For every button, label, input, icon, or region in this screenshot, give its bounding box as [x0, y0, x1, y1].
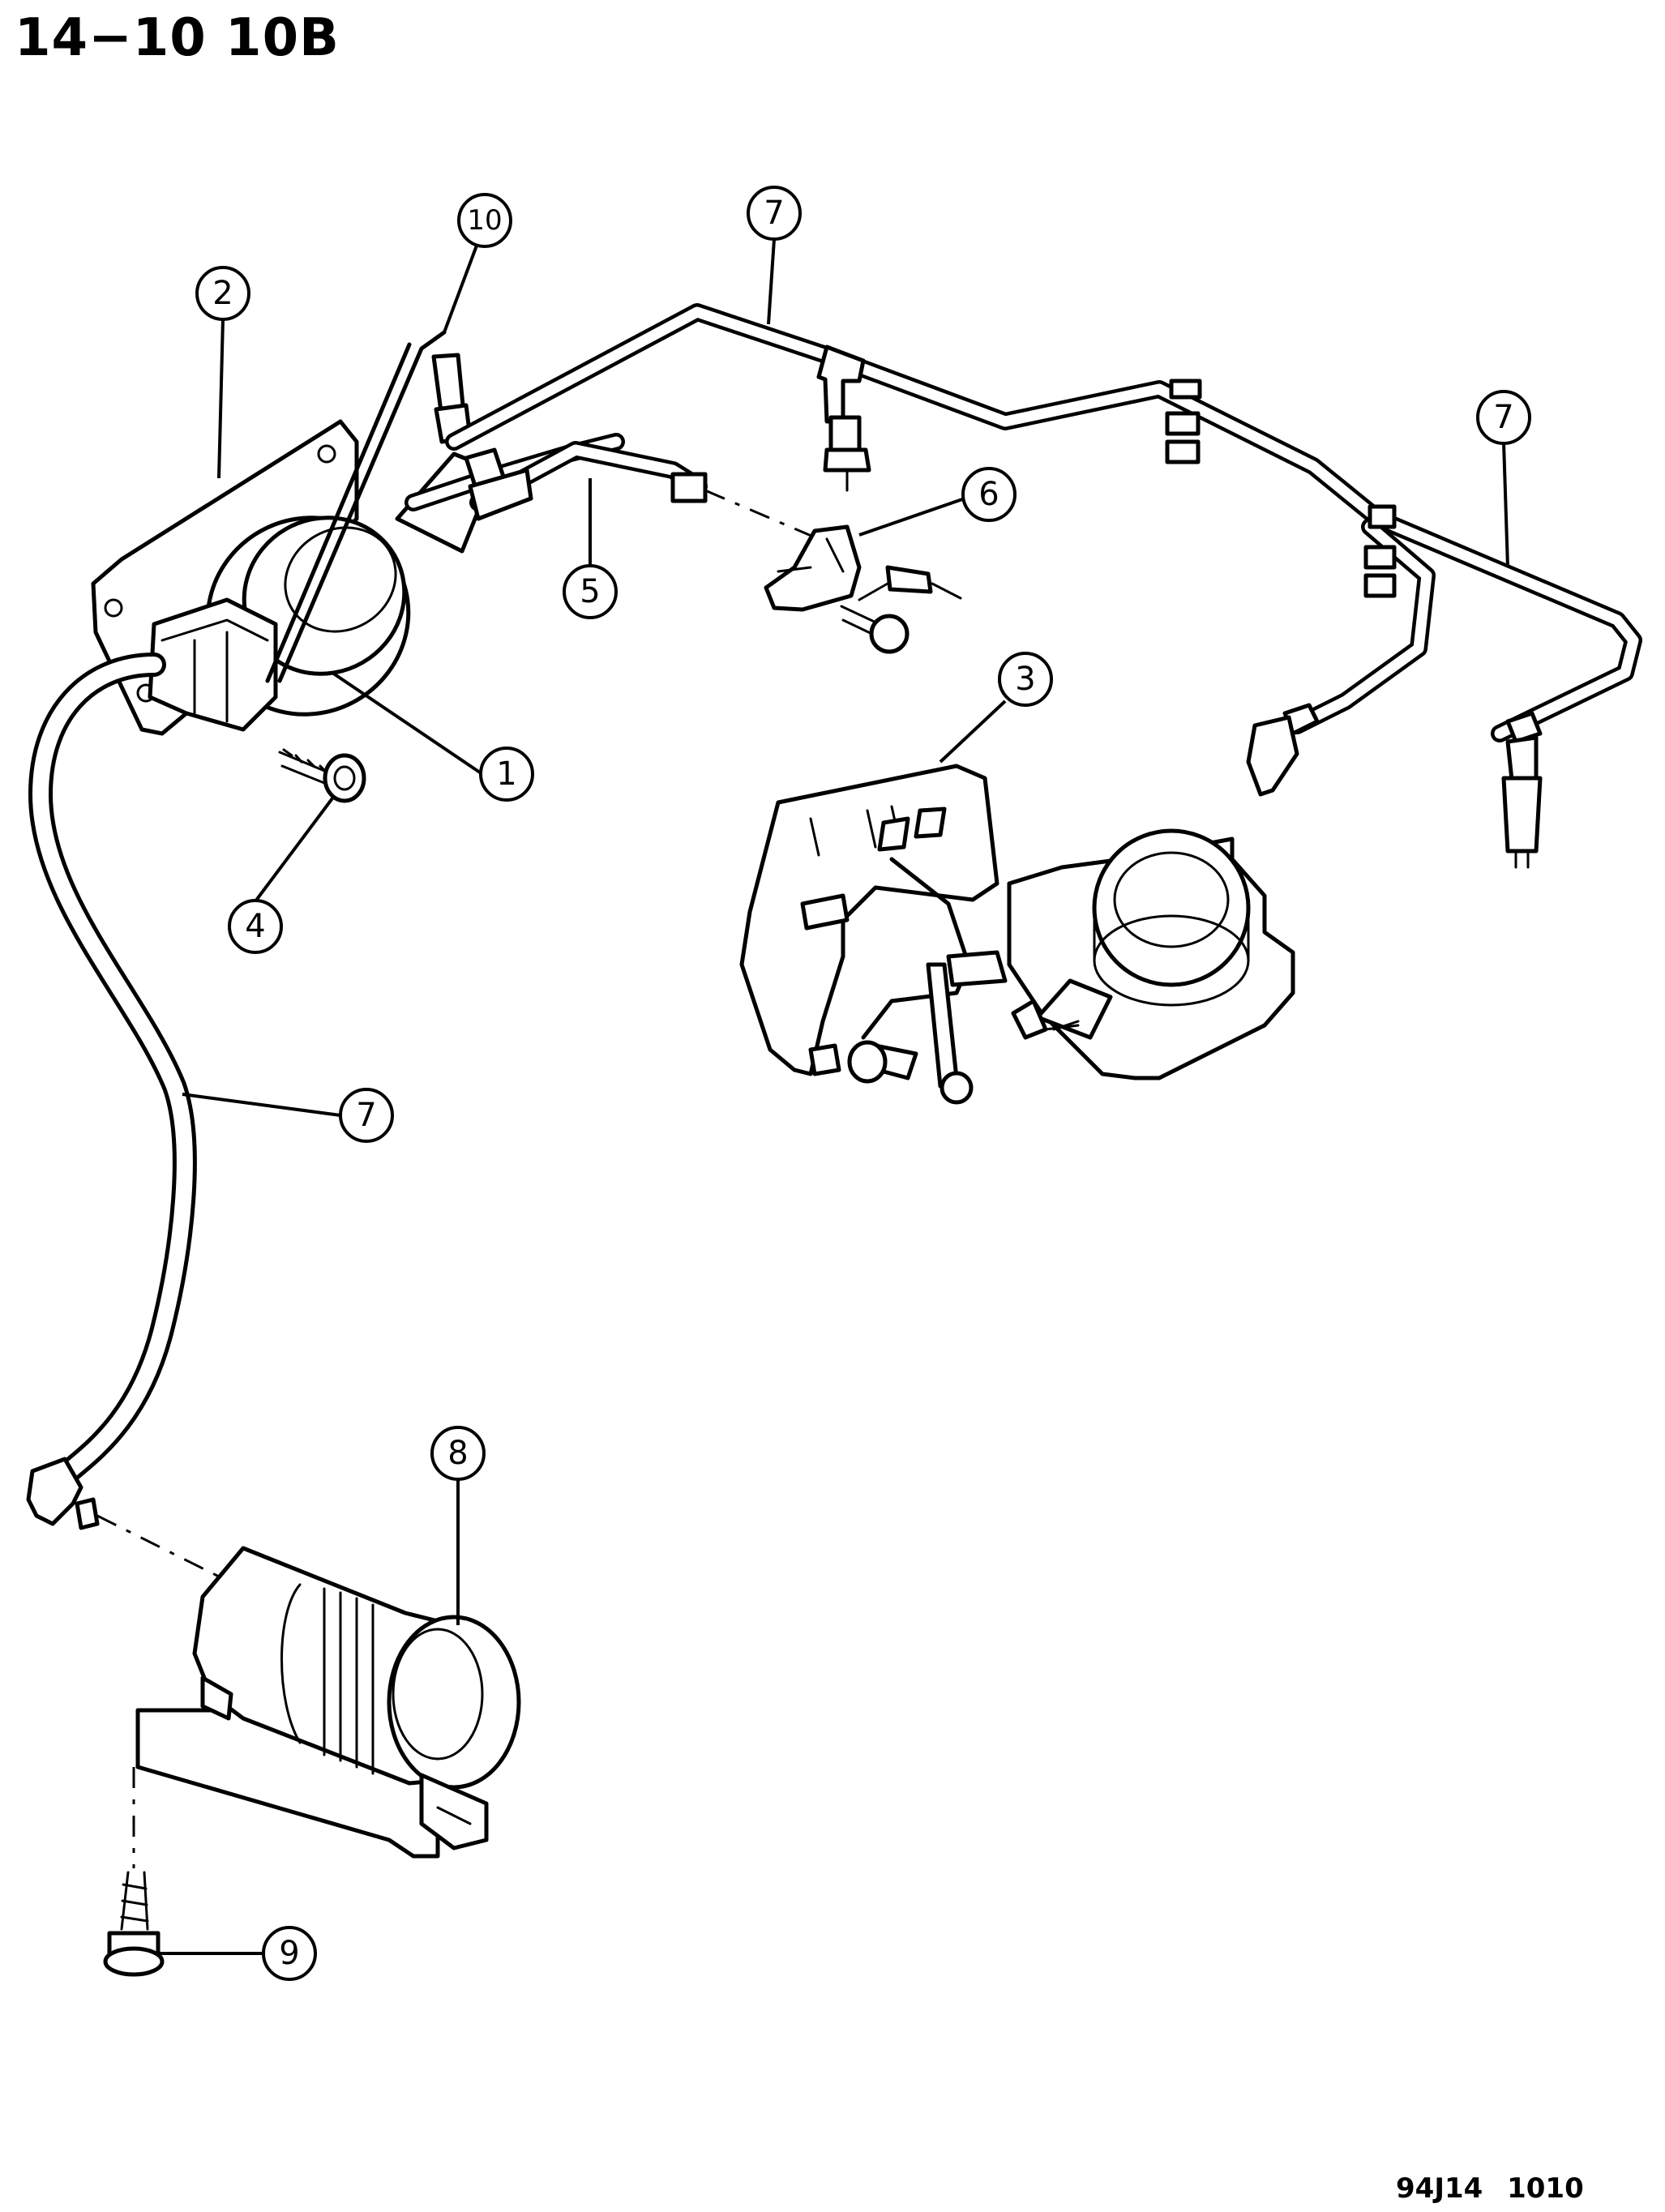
callout-2: 2 [195, 266, 250, 321]
servo-mounting-bolt [278, 748, 366, 803]
callout-label: 9 [279, 1935, 299, 1972]
callout-label: 1 [496, 755, 516, 793]
figure-code: 94J14 1010 [1396, 2172, 1584, 2205]
leader-lines [154, 238, 1509, 1955]
reservoir-mounting-bolt [103, 1767, 165, 1977]
throttle-body [739, 764, 1295, 1105]
callout-1: 1 [479, 747, 534, 802]
callout-label: 4 [245, 908, 265, 945]
throttle-cable [468, 441, 820, 541]
callout-3: 3 [998, 652, 1053, 707]
callout-5: 5 [563, 564, 618, 619]
callout-label: 3 [1015, 661, 1035, 698]
callout-7-lower: 7 [339, 1088, 394, 1143]
vacuum-reservoir [135, 1546, 521, 1859]
callout-7-upper-left: 7 [747, 186, 802, 241]
callout-9: 9 [262, 1926, 317, 1981]
callout-6: 6 [961, 467, 1017, 522]
callout-8: 8 [430, 1426, 486, 1481]
callout-4: 4 [228, 899, 283, 954]
callout-label: 5 [580, 573, 600, 610]
vacuum-hose-lower [26, 652, 236, 1586]
callout-label: 6 [978, 476, 999, 513]
callout-label: 7 [356, 1097, 376, 1134]
callout-label: 8 [447, 1435, 468, 1472]
callout-label: 2 [212, 275, 233, 312]
callout-label: 7 [1493, 399, 1513, 436]
callout-label: 10 [467, 204, 502, 237]
diagram-title: 14−10 10B [15, 8, 340, 68]
cable-bracket [764, 524, 962, 654]
callout-10: 10 [457, 193, 512, 248]
callout-label: 7 [764, 195, 784, 232]
callout-7-upper-right: 7 [1476, 390, 1531, 445]
vacuum-line-10 [265, 330, 473, 683]
vacuum-harness-upper [445, 303, 1642, 869]
speed-control-servo [148, 451, 497, 732]
